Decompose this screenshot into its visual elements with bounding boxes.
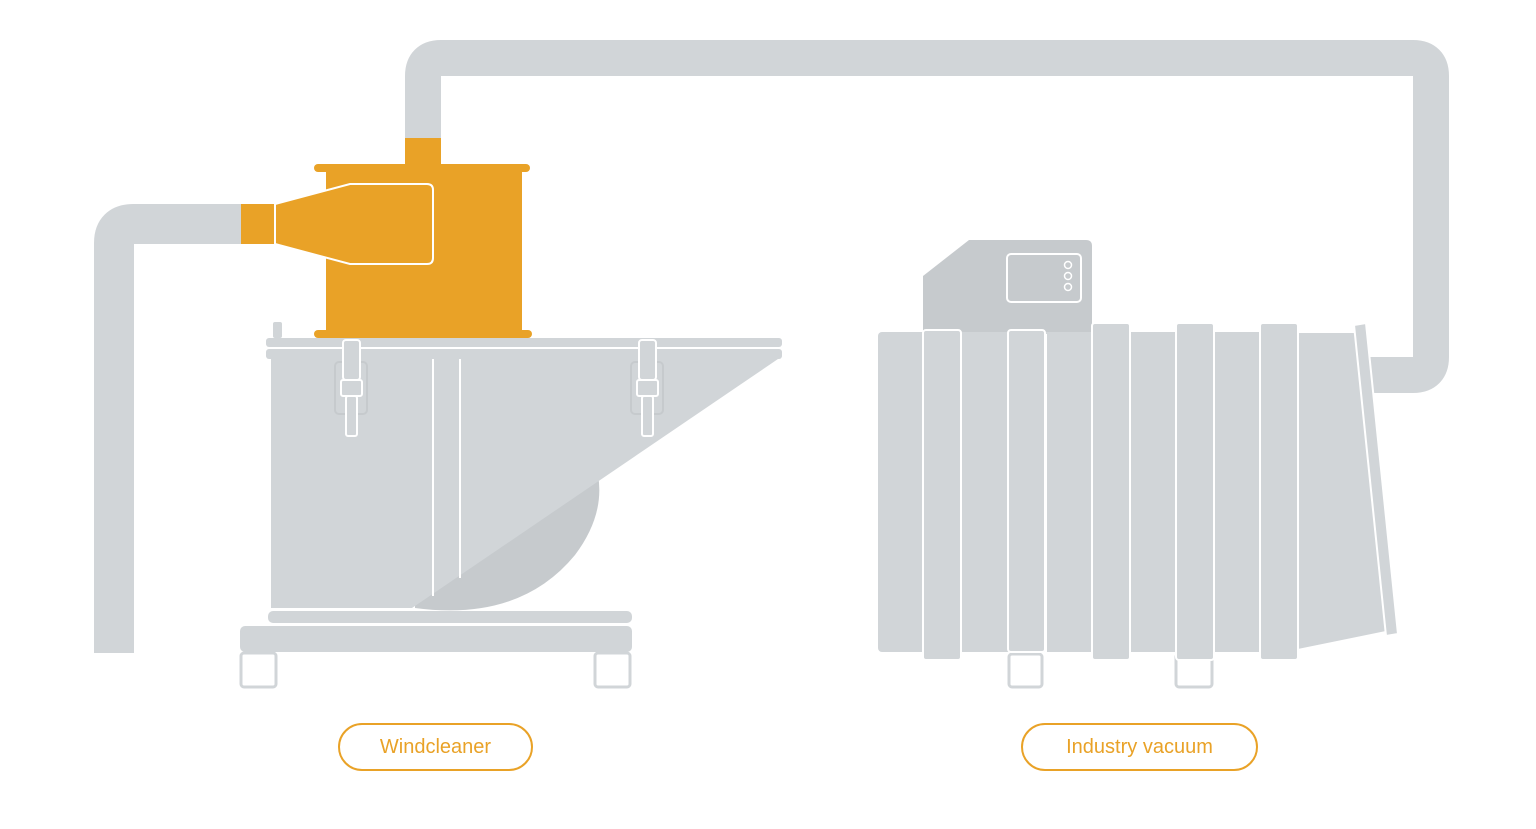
cyclone-top-outlet (405, 138, 441, 164)
drum-band (922, 329, 962, 661)
cyclone-unit (241, 138, 532, 338)
connection-hose (405, 40, 1449, 393)
drum-band (1091, 322, 1131, 661)
cyclone-inlet-stub (241, 204, 277, 244)
clamp-left (334, 339, 368, 437)
vacuum-head-rim (1352, 321, 1400, 638)
drum-band (1007, 329, 1046, 653)
cyclone-inlet-cone (274, 183, 434, 265)
windcleaner-base (240, 626, 632, 652)
windcleaner-foot-right (593, 651, 632, 689)
windcleaner-base-rail (268, 611, 632, 623)
industry-vacuum (878, 240, 1400, 689)
lid-handle (273, 322, 282, 338)
cyclone-bottom-flange (314, 330, 532, 338)
indicator-light (1063, 271, 1073, 281)
clamp-right (630, 339, 664, 437)
control-panel (1006, 253, 1082, 303)
intake-hose (94, 204, 244, 653)
windcleaner-label-button[interactable]: Windcleaner (338, 723, 533, 771)
vacuum-foot-left (1007, 652, 1044, 689)
windcleaner (239, 138, 782, 689)
indicator-light (1063, 260, 1073, 270)
windcleaner-foot-left (239, 651, 278, 689)
drum-band (1175, 322, 1215, 661)
hose-system (94, 40, 1449, 653)
drum-band (1259, 322, 1299, 661)
cyclone-top-flange (314, 164, 530, 172)
indicator-light (1063, 282, 1073, 292)
industry-vacuum-label-button[interactable]: Industry vacuum (1021, 723, 1258, 771)
